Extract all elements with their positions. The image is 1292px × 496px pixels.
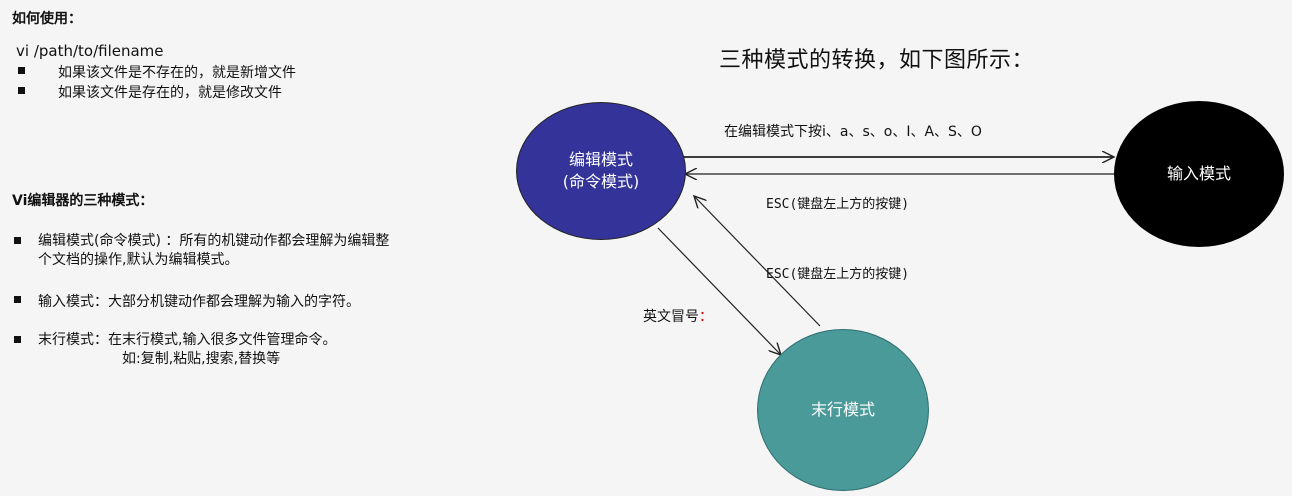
how-to-title: 如何使用： bbox=[12, 11, 82, 27]
mode-item-edit: 编辑模式(命令模式) ：所有的机键动作都会理解为编辑整 个文档的操作,默认为编辑… bbox=[14, 232, 389, 270]
label-last-to-edit: ESC(键盘左上方的按键) bbox=[766, 267, 910, 282]
arrow-last-to-edit bbox=[694, 196, 821, 327]
mode-item-line: 如:复制,粘贴,搜索,替换等 bbox=[122, 351, 281, 367]
mode-item-line: 输入模式：大部分机键动作都会理解为输入的字符。 bbox=[38, 294, 360, 310]
square-bullet-icon bbox=[14, 336, 21, 343]
usage-item: 如果该文件是存在的，就是修改文件 bbox=[18, 82, 282, 102]
mode-item-line: 编辑模式(命令模式) ：所有的机键动作都会理解为编辑整 bbox=[38, 233, 390, 249]
node-input-label: 输入模式 bbox=[1166, 163, 1231, 183]
square-bullet-icon bbox=[14, 296, 21, 303]
square-bullet-icon bbox=[18, 67, 25, 74]
square-bullet-icon bbox=[18, 87, 25, 94]
label-colon: ： bbox=[699, 309, 713, 325]
mode-item-input: 输入模式：大部分机键动作都会理解为输入的字符。 bbox=[14, 291, 360, 311]
command-line: vi /path/to/filename bbox=[16, 42, 164, 60]
node-last-line-mode: 末行模式 bbox=[757, 329, 929, 491]
node-input-mode: 输入模式 bbox=[1114, 101, 1284, 247]
mode-item-line: 末行模式：在末行模式,输入很多文件管理命令。 bbox=[38, 332, 337, 348]
arrow-edit-to-last bbox=[657, 227, 781, 355]
diagram-title: 三种模式的转换，如下图所示： bbox=[719, 48, 1035, 73]
label-edit-to-input: 在编辑模式下按i、a、s、o、I、A、S、O bbox=[724, 124, 982, 140]
node-edit-label: 编辑模式 bbox=[568, 149, 633, 169]
node-edit-sublabel: (命令模式) bbox=[562, 172, 640, 191]
modes-title: Vi编辑器的三种模式： bbox=[12, 193, 154, 209]
mode-item-last: 末行模式：在末行模式,输入很多文件管理命令。 如:复制,粘贴,搜索,替换等 bbox=[14, 331, 336, 369]
mode-item-line: 个文档的操作,默认为编辑模式。 bbox=[38, 252, 239, 268]
usage-item-text: 如果该文件是不存在的，就是新增文件 bbox=[58, 65, 296, 81]
usage-item: 如果该文件是不存在的，就是新增文件 bbox=[18, 62, 296, 82]
node-edit-mode: 编辑模式 (命令模式) bbox=[516, 102, 686, 240]
node-last-label: 末行模式 bbox=[810, 399, 875, 419]
usage-item-text: 如果该文件是存在的，就是修改文件 bbox=[58, 85, 282, 101]
square-bullet-icon bbox=[14, 237, 21, 244]
label-edit-to-last: 英文冒号： bbox=[643, 306, 713, 326]
label-edit-to-last-text: 英文冒号 bbox=[643, 309, 699, 325]
label-input-to-edit: ESC(键盘左上方的按键) bbox=[766, 197, 910, 212]
